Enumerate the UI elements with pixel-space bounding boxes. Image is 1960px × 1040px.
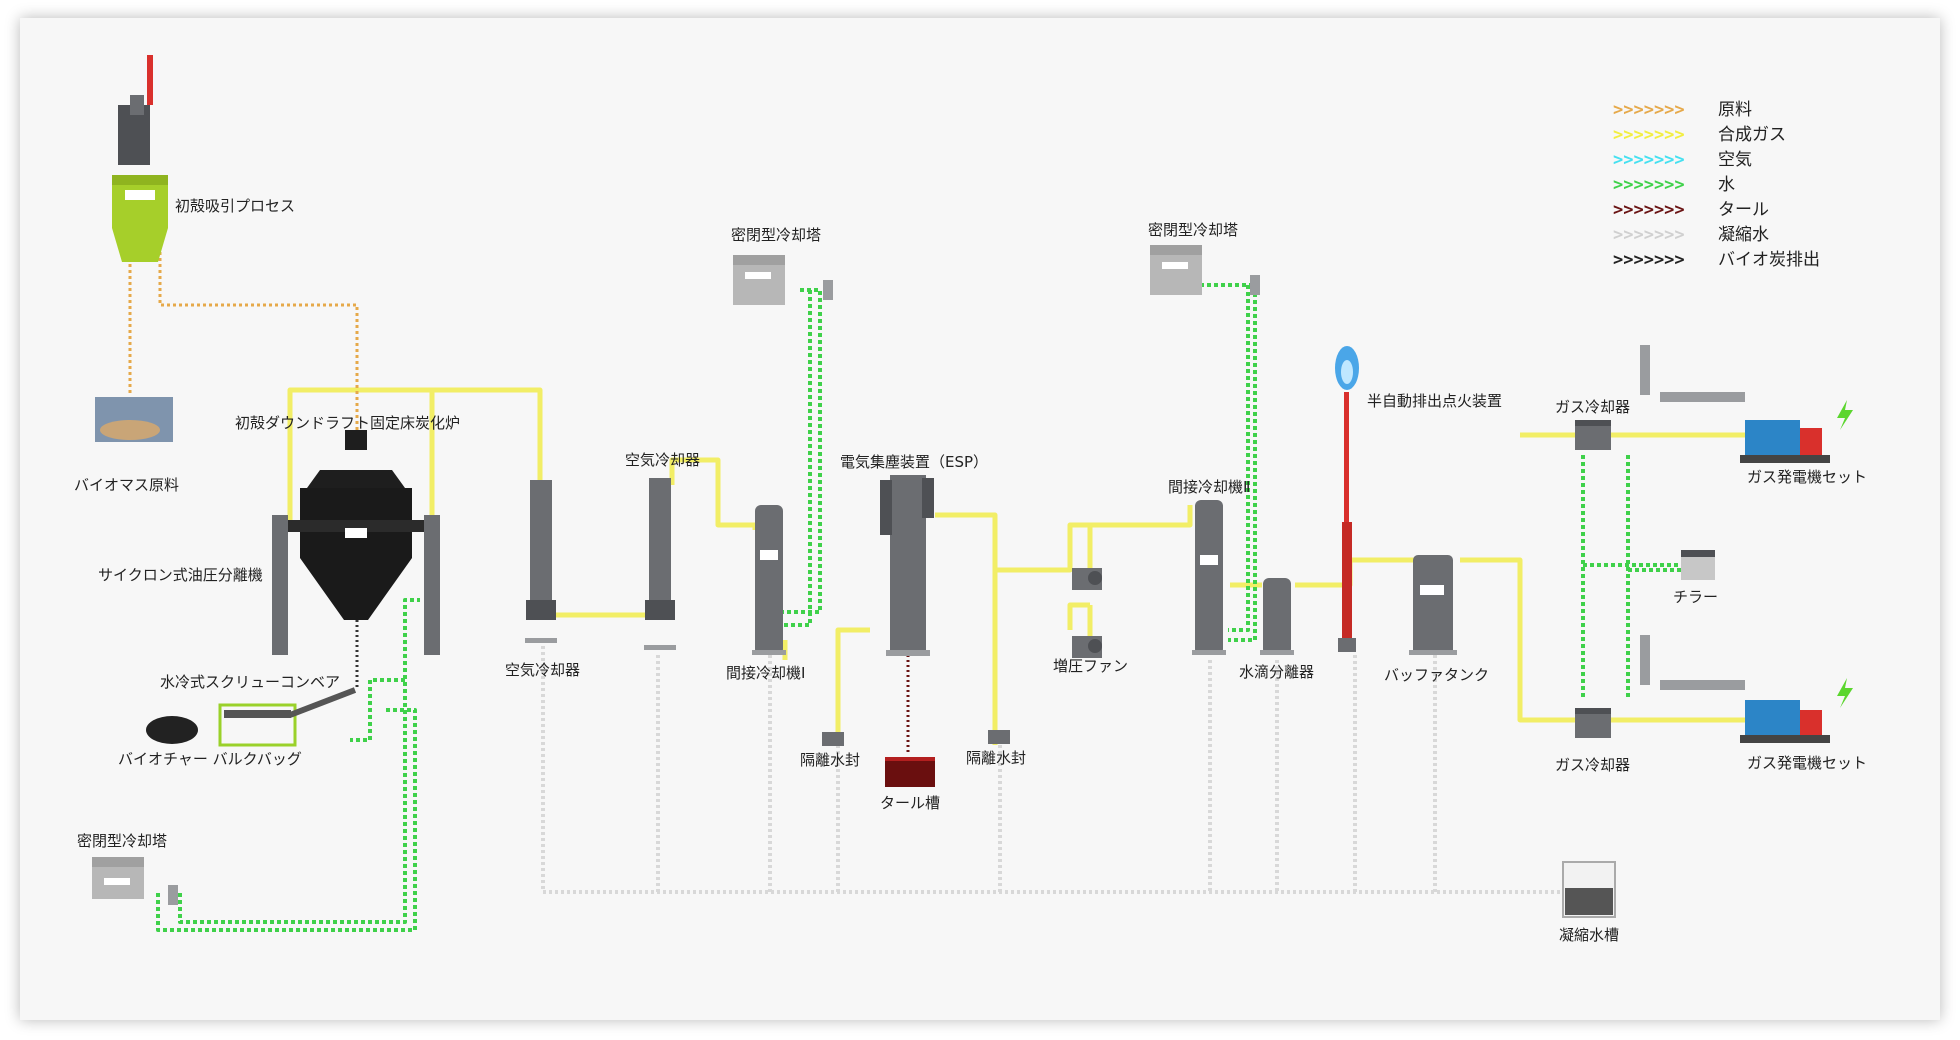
label-husk-suction: 初殻吸引プロセス [175, 197, 295, 215]
label-gasifier: 初殻ダウンドラフト固定床炭化炉 [235, 414, 460, 432]
label-screw-conveyor: 水冷式スクリューコンベア [160, 673, 340, 691]
legend-label-2: 空気 [1718, 150, 1752, 170]
water-pipes [156, 283, 1690, 932]
genset-top [1640, 345, 1853, 463]
label-water-seal-2: 隔離水封 [966, 749, 1026, 767]
legend-chevrons-4: >>>>>>> [1613, 200, 1685, 220]
legend-label-0: 原料 [1718, 100, 1752, 120]
legend-chevrons-2: >>>>>>> [1613, 150, 1685, 170]
label-cooling-tower-left: 密閉型冷却塔 [77, 832, 167, 850]
label-esp: 電気集塵装置（ESP） [840, 453, 988, 471]
feedstock-pipes [128, 240, 359, 440]
legend-label-1: 合成ガス [1718, 125, 1786, 145]
label-air-cooler-2: 空気冷却器 [625, 451, 700, 469]
legend-chevrons-5: >>>>>>> [1613, 225, 1685, 245]
indirect-cooler-1 [752, 505, 786, 655]
legend-label-4: タール [1718, 200, 1769, 220]
legend-label-5: 凝縮水 [1718, 225, 1769, 245]
cooling-tower-mid [733, 255, 833, 305]
flare-stack [1335, 346, 1359, 652]
cooling-tower-right [1150, 245, 1260, 295]
water-seal-2 [988, 730, 1010, 744]
label-gas-cooler-bottom: ガス冷却器 [1555, 756, 1630, 774]
buffer-tank [1409, 555, 1457, 655]
gasifier [272, 430, 440, 655]
legend-chevrons-3: >>>>>>> [1613, 175, 1685, 195]
genset-bottom [1640, 635, 1853, 743]
booster-fan [1072, 568, 1102, 658]
label-buffer-tank: バッファタンク [1384, 666, 1489, 684]
air-cooler-1 [525, 480, 557, 643]
syngas-pipes [287, 387, 1745, 745]
legend-chevrons-0: >>>>>>> [1613, 100, 1685, 120]
label-cyclone: サイクロン式油圧分離機 [98, 566, 263, 584]
label-flare: 半自動排出点火装置 [1367, 392, 1502, 410]
chiller-unit [1681, 550, 1715, 580]
gas-cooler-bottom [1575, 708, 1611, 738]
gas-cooler-top [1575, 420, 1611, 450]
label-booster-fan: 増圧ファン [1053, 657, 1128, 675]
label-indirect-cooler-2: 間接冷却機Ⅱ [1168, 478, 1250, 496]
screw-conveyor [146, 687, 357, 747]
label-chiller: チラー [1673, 588, 1718, 606]
legend-chevrons-1: >>>>>>> [1613, 125, 1685, 145]
legend-chevrons-6: >>>>>>> [1613, 250, 1685, 270]
equipment-labels: 初殻吸引プロセス バイオマス原料 初殻ダウンドラフト固定床炭化炉 サイクロン式油… [74, 197, 1867, 944]
tar-tank [885, 757, 935, 787]
label-genset-bottom: ガス発電機セット [1747, 754, 1867, 772]
indirect-cooler-2 [1192, 500, 1226, 655]
label-air-cooler-1: 空気冷却器 [505, 661, 580, 679]
label-cooling-tower-mid: 密閉型冷却塔 [731, 226, 821, 244]
esp-unit [880, 475, 934, 656]
biomass-bin [95, 397, 173, 442]
condensate-pipes [541, 640, 1568, 894]
label-water-seal-1: 隔離水封 [800, 751, 860, 769]
water-seal-1 [822, 732, 844, 746]
label-indirect-cooler-1: 間接冷却機Ⅰ [726, 664, 805, 682]
water-separator [1260, 578, 1294, 655]
label-genset-top: ガス発電機セット [1747, 468, 1867, 486]
label-water-separator: 水滴分離器 [1239, 663, 1314, 681]
label-biomass: バイオマス原料 [74, 476, 179, 494]
label-gas-cooler-top: ガス冷却器 [1555, 398, 1630, 416]
cooling-tower-left [92, 857, 178, 905]
label-tar-tank: タール槽 [880, 794, 940, 812]
air-cooler-2 [644, 478, 676, 650]
legend-label-3: 水 [1718, 175, 1735, 195]
legend-label-6: バイオ炭排出 [1718, 250, 1820, 270]
label-condensate-tank: 凝縮水槽 [1559, 926, 1619, 944]
legend: >>>>>>> 原料 >>>>>>> 合成ガス >>>>>>> 空気 >>>>>>> 水 >>>… [1613, 100, 1820, 270]
label-cooling-tower-right: 密閉型冷却塔 [1148, 221, 1238, 239]
label-biochar-bag: バイオチャー バルクバッグ [118, 750, 302, 768]
condensate-tank [1562, 861, 1616, 918]
husk-suction-unit [112, 55, 168, 262]
